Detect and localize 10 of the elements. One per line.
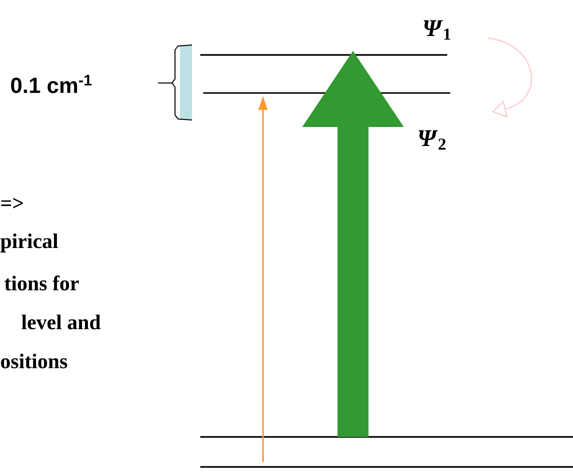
state-label: Ψ$_{1}$ [424,20,450,40]
note-text: pirical [0,234,58,252]
note-text: => [1,198,23,208]
note-text: tions for [4,276,79,290]
dimension-label: 0.1 cm$^{-1}$ [11,74,92,94]
note-text: ositions [1,354,68,368]
note-text: level and [22,314,101,330]
state-label: Ψ$_{2}$ [418,130,446,150]
energy-level-line [200,466,573,468]
energy-level-line [200,436,573,438]
